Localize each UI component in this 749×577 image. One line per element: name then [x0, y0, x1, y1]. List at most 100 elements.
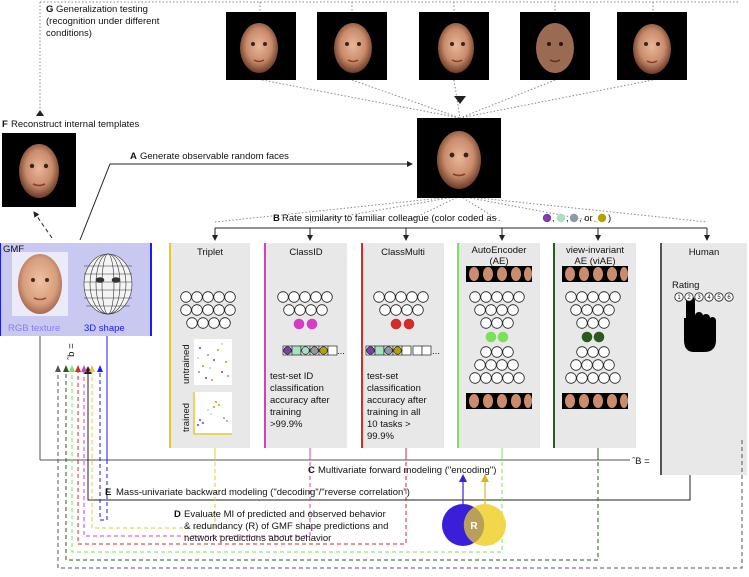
triplet-trained-label: trained: [181, 403, 192, 432]
hand-pointer-icon: [684, 296, 716, 352]
f-text: Reconstruct internal templates: [11, 119, 140, 130]
viae-input-faces: [562, 266, 628, 282]
classid-accuracy-text: test-set ID classification accuracy afte…: [270, 371, 330, 430]
arrow-f: [33, 211, 53, 239]
svg-text:2: 2: [687, 295, 691, 301]
svg-text:test-set ID: test-set ID: [270, 371, 313, 382]
svg-text:3: 3: [697, 295, 701, 301]
gmf-panel: [0, 243, 152, 336]
b-equals-small: ˆb =: [66, 343, 77, 360]
b-equals-big: ˆB =: [632, 456, 650, 467]
col-human: Human: [689, 247, 720, 258]
rating-branch-lines: [212, 227, 710, 241]
ae-output-faces: [466, 393, 532, 409]
venn-arrows: [459, 474, 489, 504]
label-g: G: [46, 4, 53, 15]
label-c: C: [308, 465, 315, 476]
classmulti-network: [365, 291, 432, 356]
face-image: [520, 12, 590, 80]
gmf-shape-label: 3D shape: [84, 323, 125, 334]
b-end: ): [608, 213, 611, 224]
b-comma-1: ,: [552, 213, 555, 224]
triplet-untrained-label: untrained: [181, 344, 192, 384]
col-ae-line2: (AE): [490, 256, 509, 267]
color-dot-purple: [542, 213, 552, 223]
svg-text:G: G: [46, 4, 53, 15]
ae-input-faces: [466, 266, 532, 282]
svg-text:test-set: test-set: [367, 371, 399, 382]
color-dot-gray: [569, 213, 579, 223]
d-line2: & redundancy (R) of GMF shape prediction…: [184, 521, 388, 532]
human-rating-label: Rating: [672, 280, 699, 291]
svg-text:>99.9%: >99.9%: [270, 419, 303, 430]
svg-text:99.9%: 99.9%: [367, 431, 394, 442]
svg-text:training: training: [270, 407, 301, 418]
generalization-connectors: [39, 1, 740, 223]
classid-network: [277, 291, 338, 356]
viae-output-faces: [562, 393, 628, 409]
label-b: B: [273, 213, 280, 224]
gmf-title: GMF: [3, 244, 24, 255]
svg-text:10 tasks >: 10 tasks >: [367, 419, 411, 430]
label-e: E: [105, 487, 111, 498]
svg-text:1: 1: [677, 295, 681, 301]
3d-shape-mesh: [83, 253, 133, 315]
rating-scale-numbers: 1 2 3 4 5 6: [677, 295, 731, 301]
venn-r-label: R: [470, 521, 478, 532]
e-text: Mass-univariate backward modeling ("deco…: [116, 487, 410, 498]
svg-text:accuracy after: accuracy after: [367, 395, 427, 406]
face-image: [617, 12, 687, 80]
col-classmulti: ClassMulti: [381, 247, 425, 258]
color-dot-olive: [597, 213, 607, 223]
central-random-face: [417, 118, 501, 198]
viae-network: [562, 266, 628, 409]
a-text: Generate observable random faces: [140, 151, 289, 162]
classmulti-ellipsis: ...: [432, 346, 440, 357]
face-image: [317, 12, 387, 80]
g-line2: (recognition under different: [46, 16, 160, 27]
label-f: F: [2, 119, 8, 130]
classid-ellipsis: ...: [337, 346, 345, 357]
svg-text:4: 4: [707, 295, 711, 301]
face-image: [226, 12, 296, 80]
face-image: [419, 12, 489, 80]
classmulti-accuracy-text: test-set classification accuracy after t…: [367, 371, 427, 442]
col-viae-line1: view-invariant: [566, 245, 624, 256]
color-dot-lightgreen: [556, 213, 566, 223]
col-classid: ClassID: [289, 247, 322, 258]
svg-text:classification: classification: [270, 383, 324, 394]
arrow-a: [79, 161, 413, 241]
loop-arrowheads: [55, 365, 103, 372]
f-arrow-up: [36, 110, 44, 116]
col-ae-line1: AutoEncoder: [472, 245, 527, 256]
col-viae-line2: AE (viAE): [574, 256, 615, 267]
svg-text:classification: classification: [367, 383, 421, 394]
triplet-embedding-untrained: [194, 339, 232, 385]
label-d: D: [174, 509, 181, 520]
b-or: , or: [579, 213, 593, 224]
rating-scale: [674, 292, 734, 302]
d-line1: Evaluate MI of predicted and observed be…: [184, 509, 386, 520]
redundancy-venn: [442, 504, 506, 546]
g-arrow-down: [454, 96, 466, 104]
svg-text:6: 6: [727, 295, 731, 301]
gmf-rgb-label: RGB texture: [8, 323, 60, 334]
reconstructed-template-face: [2, 133, 76, 207]
triplet-embedding-trained: [193, 392, 232, 435]
b-comma-2: ,: [566, 213, 569, 224]
b-text: Rate similarity to familiar colleague (c…: [282, 213, 497, 224]
svg-text:training in all: training in all: [367, 407, 420, 418]
color-code-dots: [542, 213, 607, 223]
label-a: A: [130, 151, 137, 162]
d-line3: network predictions about behavior: [184, 533, 331, 544]
generalization-faces: [226, 12, 687, 80]
network-columns: [169, 243, 747, 475]
evaluation-loops: [57, 368, 743, 569]
svg-text:5: 5: [717, 295, 721, 301]
backward-model-line: [87, 370, 691, 501]
ae-network: [466, 266, 532, 409]
col-triplet: Triplet: [197, 247, 223, 258]
g-line1: Generalization testing: [56, 4, 148, 15]
rgb-texture-face: [12, 252, 68, 316]
g-line3: conditions): [46, 28, 92, 39]
